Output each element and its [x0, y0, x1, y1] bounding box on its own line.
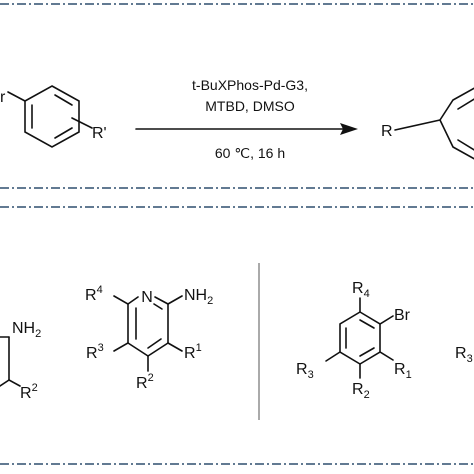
product-benzene-ring: [394, 87, 474, 160]
pyridine-r4-label: R4: [85, 284, 103, 304]
pyridine-ring: [113, 295, 183, 372]
amine-partial-ring: [0, 336, 21, 387]
reactant-benzene-ring: [7, 85, 93, 148]
aryl-r4-label: R4: [352, 280, 370, 300]
amine-r2-label: R2: [20, 382, 38, 402]
condition-temp-time: 60 ℃, 16 h: [215, 145, 285, 161]
edge-partial-r3-label: R3: [455, 345, 473, 365]
aryl-r3-label: R3: [296, 361, 314, 381]
reactant-substituent-label: R': [92, 125, 107, 142]
condition-base-solvent: MTBD, DMSO: [205, 98, 295, 114]
pyridine-r2-label: R2: [136, 372, 154, 392]
pyridine-r3-label: R3: [86, 342, 104, 362]
condition-catalyst: t-BuXPhos-Pd-G3,: [192, 77, 308, 93]
product-substituent-label: R: [381, 123, 393, 140]
pyridine-r1-label: R1: [184, 342, 202, 362]
aryl-r1-label: R1: [394, 361, 412, 381]
reactant-partial-label: r: [0, 89, 6, 106]
aryl-bromide-ring: [325, 297, 394, 379]
aryl-br-label: Br: [394, 307, 411, 324]
amine-nh2-label: NH2: [12, 320, 41, 340]
pyridine-nh2-label: NH2: [184, 287, 213, 307]
pyridine-n-atom: N: [141, 289, 153, 306]
reaction-arrow-head: [340, 123, 358, 135]
aryl-r2-label: R2: [352, 381, 370, 401]
